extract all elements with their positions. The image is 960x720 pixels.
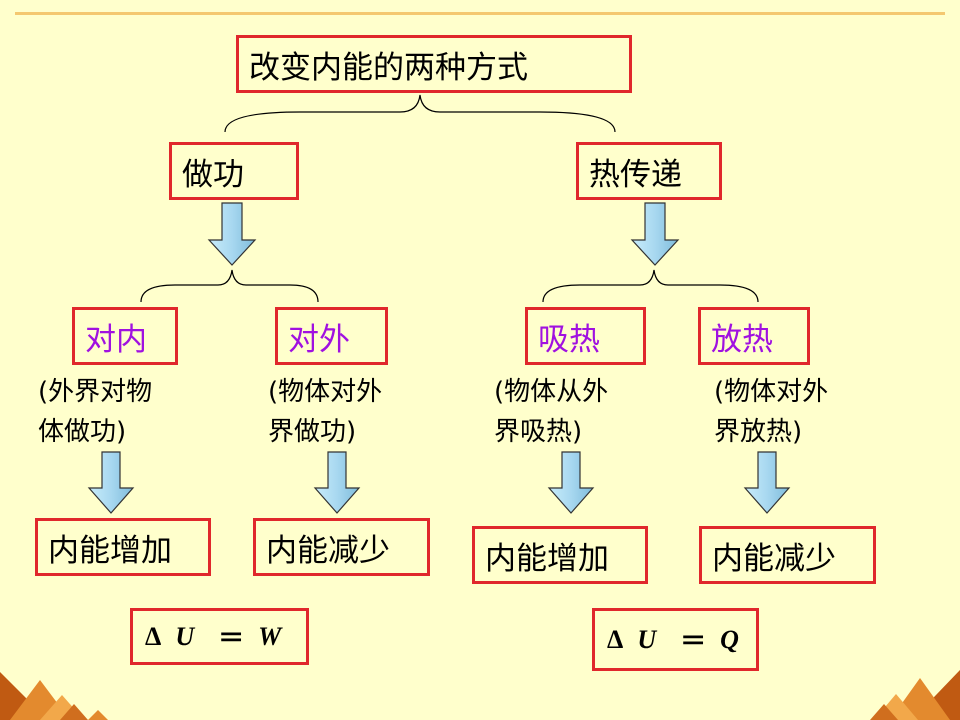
arrow-down-icon (207, 202, 257, 266)
top-divider-line (15, 12, 945, 15)
note-line: 体做功) (38, 417, 127, 447)
branch-box-absorb-heat: 吸热 (525, 307, 646, 365)
note-line: 界做功) (268, 417, 357, 447)
result-box: 内能增加 (472, 526, 648, 584)
note-line: (物体对外 (714, 377, 829, 407)
arrow-down-icon (547, 451, 595, 514)
branch-note: (物体从外 界吸热) (494, 372, 608, 452)
formula-variable: Q (720, 624, 739, 654)
branch-box-outward: 对外 (275, 307, 388, 365)
branch-label: 放热 (711, 321, 773, 358)
result-box: 内能减少 (253, 518, 430, 576)
branch-note: (物体对外 界放热) (714, 372, 828, 452)
top-brace (224, 94, 616, 133)
delta-symbol: Δ (607, 624, 624, 654)
branch-box-inward: 对内 (72, 307, 178, 365)
arrow-down-icon (630, 202, 680, 266)
result-label: 内能减少 (266, 532, 390, 569)
method-work-label: 做功 (182, 156, 244, 193)
delta-symbol: Δ (145, 621, 162, 651)
formula-variable: U (637, 624, 657, 654)
corner-decoration-left (0, 672, 108, 720)
method-work-box: 做功 (169, 142, 299, 200)
result-label: 内能增加 (485, 540, 609, 577)
branch-label: 对外 (288, 321, 350, 358)
arrow-down-icon (313, 451, 361, 514)
result-label: 内能增加 (48, 532, 172, 569)
method-heat-transfer-label: 热传递 (589, 156, 682, 193)
branch-note: (外界对物 体做功) (38, 372, 152, 452)
equals-sign: ＝ (680, 627, 707, 656)
branch-note: (物体对外 界做功) (268, 372, 382, 452)
formula-variable: U (175, 621, 195, 651)
note-line: 界吸热) (494, 417, 583, 447)
branch-label: 吸热 (538, 321, 600, 358)
formula-box-heat: Δ U ＝ Q (592, 608, 759, 671)
note-line: (物体对外 (268, 377, 383, 407)
result-label: 内能减少 (712, 540, 836, 577)
method-heat-transfer-box: 热传递 (576, 142, 722, 200)
equals-sign: ＝ (218, 624, 245, 653)
result-box: 内能增加 (35, 518, 211, 576)
branch-box-release-heat: 放热 (698, 307, 810, 365)
arrow-down-icon (87, 451, 135, 514)
root-title: 改变内能的两种方式 (249, 49, 528, 86)
result-box: 内能减少 (699, 526, 876, 584)
note-line: (物体从外 (494, 377, 609, 407)
arrow-down-icon (743, 451, 791, 514)
root-title-box: 改变内能的两种方式 (236, 35, 632, 93)
formula-variable: W (258, 621, 282, 651)
note-line: (外界对物 (38, 377, 153, 407)
corner-decoration-right (870, 670, 960, 720)
formula-box-work: Δ U ＝ W (130, 608, 309, 665)
note-line: 界放热) (714, 417, 803, 447)
left-brace (140, 269, 319, 303)
branch-label: 对内 (85, 321, 147, 358)
right-brace (542, 269, 759, 303)
